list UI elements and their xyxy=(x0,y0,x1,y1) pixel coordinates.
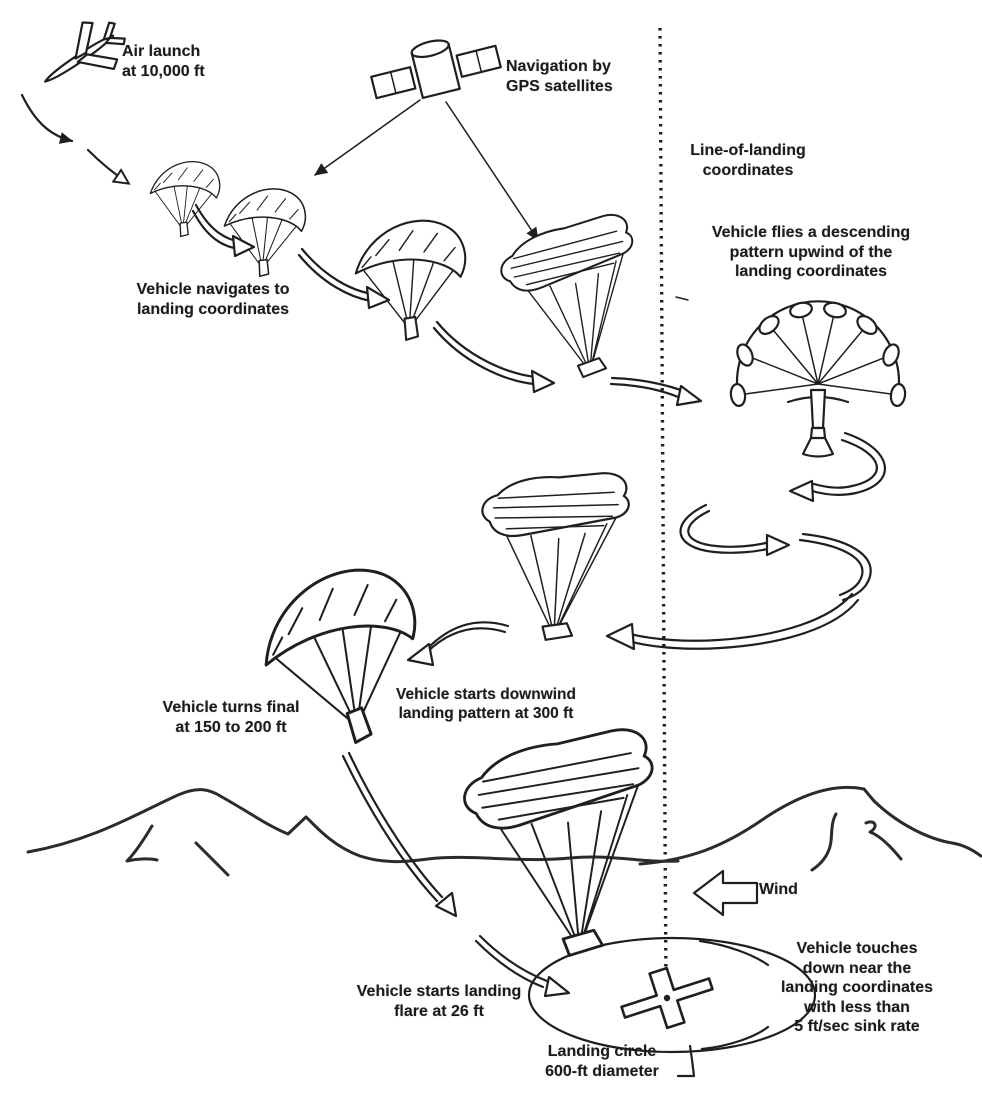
flare-label: Vehicle starts landing flare at 26 ft xyxy=(356,983,522,1020)
touchdown-label: Vehicle touches down near the landing co… xyxy=(780,940,933,1036)
landing-target-cross xyxy=(614,957,719,1040)
gps-signal-arrows xyxy=(314,99,539,241)
wind-arrow xyxy=(692,869,759,917)
gps-satellite-icon xyxy=(370,39,502,100)
line-of-landing-dashed-line xyxy=(658,27,668,989)
parafoil-stage-3 xyxy=(348,212,470,347)
gps-navigation-label: Navigation by GPS satellites xyxy=(506,58,613,95)
navigates-label: Vehicle navigates to landing coordinates xyxy=(136,281,290,318)
terrain-ridge-lines xyxy=(26,785,982,877)
flare-arrow xyxy=(474,934,571,998)
cross-line-arrow xyxy=(609,376,703,407)
parafoil-stage-2 xyxy=(217,181,310,283)
landing-circle-label: Landing circle 600-ft diameter xyxy=(545,1043,659,1080)
final-approach-arrow xyxy=(341,751,458,918)
turns-final-label: Vehicle turns final at 150 to 200 ft xyxy=(162,699,300,736)
parafoil-stage-1 xyxy=(144,155,224,242)
descent-flow-arrows xyxy=(191,203,556,394)
landing-circle-ellipse xyxy=(527,936,817,1054)
downwind-parafoil-icon xyxy=(472,463,632,647)
tick-mark xyxy=(675,296,689,301)
deploying-parafoil-icon xyxy=(494,211,652,388)
air-launch-label: Air launch at 10,000 ft xyxy=(122,43,205,80)
carrier-aircraft-icon xyxy=(44,21,126,83)
downwind-to-final-arrow xyxy=(406,621,510,667)
wind-label: Wind xyxy=(759,881,798,898)
flare-parafoil-icon xyxy=(459,726,667,964)
launch-descent-path xyxy=(20,93,131,185)
descending-pattern-label: Vehicle flies a descending pattern upwin… xyxy=(711,224,911,281)
touchdown-leader-lines xyxy=(698,939,770,1051)
upwind-parafoil-icon xyxy=(728,299,908,458)
downwind-label: Vehicle starts downwind landing pattern … xyxy=(395,686,576,722)
landing-circle-leader-line xyxy=(676,1044,696,1078)
descending-spiral-path xyxy=(605,431,886,651)
line-of-landing-label: Line-of-landing coordinates xyxy=(690,142,806,179)
